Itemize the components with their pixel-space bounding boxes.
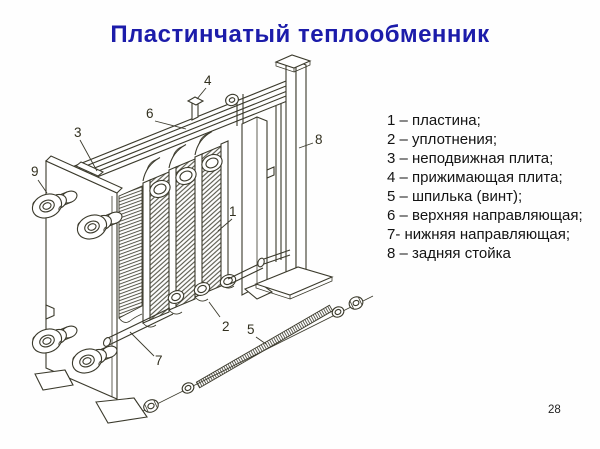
- legend-item-1: 1 – пластина;: [387, 112, 481, 129]
- legend-item-3: 3 – неподвижная плита;: [387, 150, 554, 167]
- legend-item-6: 6 – верхняя направляющая;: [387, 207, 583, 224]
- callouts: 1 2 3 4 5 6 7 8 9: [31, 73, 323, 368]
- fixed-plate-feet: [34, 369, 148, 424]
- legend-item-7: 7- нижняя направляющая;: [387, 226, 571, 243]
- callout-5: 5: [247, 322, 255, 337]
- callout-6: 6: [146, 106, 154, 121]
- callout-4: 4: [204, 73, 212, 88]
- rear-stand: [254, 54, 334, 300]
- callout-2: 2: [222, 319, 230, 334]
- callout-3: 3: [74, 125, 82, 140]
- parts-legend: 1 – пластина; 2 – уплотнения; 3 – неподв…: [387, 111, 592, 263]
- legend-item-5: 5 – шпилька (винт);: [387, 188, 523, 205]
- callout-7: 7: [155, 353, 163, 368]
- legend-item-8: 8 – задняя стойка: [387, 245, 511, 262]
- legend-item-2: 2 – уплотнения;: [387, 131, 498, 148]
- callout-1: 1: [229, 204, 237, 219]
- lower-guide-rail: [102, 249, 291, 347]
- slide-title: Пластинчатый теплообменник: [110, 21, 490, 48]
- callout-8: 8: [315, 132, 323, 147]
- legend-item-4: 4 – прижимающая плита;: [387, 169, 563, 186]
- plate-pack: [118, 131, 237, 328]
- tie-stud: [142, 295, 374, 413]
- callout-9: 9: [31, 164, 39, 179]
- top-guide-rail: [71, 76, 297, 188]
- page-number: 28: [548, 404, 561, 416]
